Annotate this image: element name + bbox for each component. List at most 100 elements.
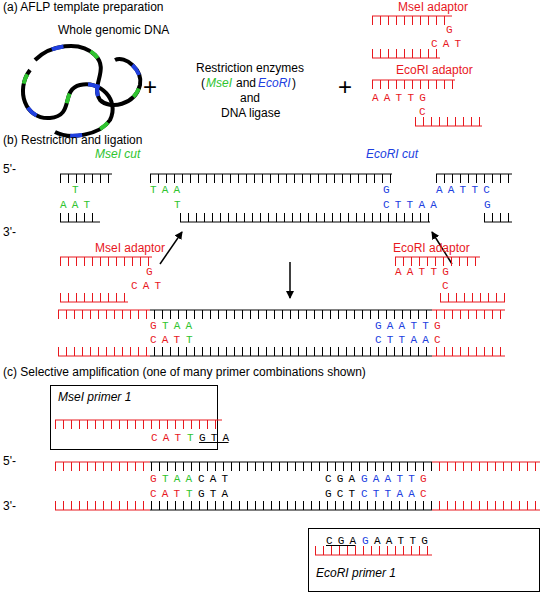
- text-label: 3'-: [3, 226, 16, 239]
- strand-ticks: [151, 462, 432, 471]
- dna-strand: [395, 257, 480, 258]
- text-label: EcoRI adaptor: [396, 64, 473, 77]
- dna-strand: [372, 58, 440, 59]
- base-sequence: G: [150, 473, 156, 486]
- dna-strand: [372, 16, 452, 17]
- dna-strand: [436, 174, 512, 175]
- dna-strand: [60, 302, 128, 303]
- base-sequence: T: [186, 334, 192, 347]
- dna-strand: [440, 302, 505, 303]
- dna-strand: [415, 126, 482, 127]
- dna-strand: [180, 222, 430, 223]
- base-sequence: C A T: [150, 488, 180, 501]
- base-sequence: C A T: [431, 38, 461, 51]
- base-sequence: T: [72, 184, 78, 197]
- dna-strand: [484, 222, 512, 223]
- dna-strand: [432, 310, 505, 311]
- strand-ticks: [415, 117, 482, 126]
- dna-strand: [150, 510, 432, 511]
- ecori-site: [23, 70, 113, 136]
- text-label: EcoRI primer 1: [316, 567, 396, 580]
- strand-ticks: [436, 310, 505, 319]
- text-label: EcoRI: [258, 77, 291, 90]
- primer-box: C G AGA A T T GEcoRI primer 1: [308, 528, 540, 592]
- base-sequence: A A T T G: [372, 92, 425, 105]
- strand-ticks: [372, 80, 455, 89]
- dna-strand: [150, 462, 432, 463]
- base-sequence: G: [446, 24, 452, 37]
- dna-strand: [58, 310, 150, 311]
- dna-strand: [55, 462, 150, 463]
- strand-ticks: [439, 462, 540, 471]
- text-label: and: [236, 77, 256, 90]
- text-label: Whole genomic DNA: [58, 24, 169, 37]
- text-label: 3'-: [3, 500, 16, 513]
- base-sequence: G: [150, 320, 156, 333]
- base-sequence: G: [383, 184, 389, 197]
- strand-ticks: [150, 174, 392, 183]
- text-label: 5'-: [3, 163, 16, 176]
- strand-ticks: [60, 213, 100, 222]
- strand-ticks: [60, 257, 152, 266]
- strand-ticks: [439, 501, 540, 510]
- dna-strand: [432, 510, 540, 511]
- text-label: EcoRI adaptor: [393, 242, 470, 255]
- genomic-dna: [23, 70, 113, 136]
- base-sequence: G A A T T: [375, 320, 428, 333]
- strand-ticks: [60, 174, 112, 183]
- base-sequence: T A A: [162, 473, 192, 486]
- base-sequence: G A A T T: [361, 473, 414, 486]
- strand-ticks: [151, 501, 432, 510]
- dna-strand: [60, 174, 112, 175]
- base-sequence: C A T: [131, 280, 161, 293]
- strand-ticks: [154, 347, 432, 356]
- text-label: (c) Selective amplification (one of many…: [3, 366, 366, 379]
- text-label: EcoRI cut: [366, 148, 418, 161]
- base-sequence: A A T T C: [436, 184, 489, 197]
- base-sequence: G: [362, 535, 368, 548]
- msei-site: [23, 70, 113, 136]
- base-sequence: C: [419, 106, 425, 119]
- dna-strand: [60, 257, 152, 258]
- dna-strand: [150, 356, 432, 357]
- text-label: MseI adaptor: [95, 242, 165, 255]
- base-sequence: A A T T G: [395, 266, 448, 279]
- strand-ticks: [372, 49, 440, 58]
- strand-ticks: [436, 174, 512, 183]
- text-label: ): [292, 77, 296, 90]
- primer-box: MseI primer 1C A TTG T A: [50, 385, 218, 450]
- strand-ticks: [154, 310, 432, 319]
- text-label: MseI primer 1: [58, 391, 131, 404]
- base-sequence: T: [186, 488, 192, 501]
- strand-ticks: [436, 347, 505, 356]
- base-sequence: T A A: [162, 320, 192, 333]
- genomic-dna: [35, 46, 140, 105]
- text-label: MseI: [206, 77, 232, 90]
- strand-ticks: [58, 310, 150, 319]
- base-sequence: C G A: [326, 535, 356, 548]
- base-sequence: G: [434, 320, 440, 333]
- base-sequence: C: [434, 334, 440, 347]
- strand-ticks: [55, 462, 150, 471]
- dna-strand: [150, 310, 432, 311]
- base-sequence: C T T A A: [375, 334, 428, 347]
- base-sequence: C T T A A: [361, 488, 414, 501]
- dna-strand: [55, 510, 150, 511]
- base-sequence: A A T: [60, 199, 90, 212]
- base-sequence: T: [174, 199, 180, 212]
- dna-strand: [150, 174, 392, 175]
- text-label: 5'-: [3, 455, 16, 468]
- strand-ticks: [395, 257, 480, 266]
- strand-ticks: [55, 501, 150, 510]
- text-label: (b) Restriction and ligation: [3, 134, 142, 147]
- ecori-site: [35, 46, 140, 105]
- base-sequence: G T A: [198, 488, 228, 501]
- base-sequence: G: [420, 473, 426, 486]
- text-label: +: [143, 74, 157, 100]
- base-sequence: G: [484, 199, 490, 212]
- dna-strand: [432, 356, 505, 357]
- msei-site: [35, 46, 140, 105]
- base-sequence: C A T: [151, 432, 181, 445]
- text-label: (a) AFLP template preparation: [3, 1, 164, 14]
